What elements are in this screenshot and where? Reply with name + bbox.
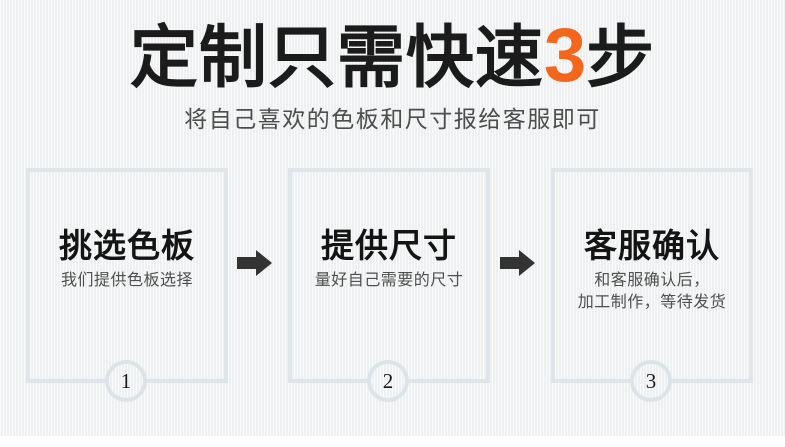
step-2-title: 提供尺寸 [321,227,457,264]
step-3-description: 和客服确认后， 加工制作，等待发货 [555,270,749,313]
step-1-text-block: 挑选色板 我们提供色板选择 [30,227,224,292]
step-3-text-block: 客服确认 和客服确认后， 加工制作，等待发货 [555,227,749,313]
step-3-title: 客服确认 [584,227,720,264]
step-2-description-line-1: 量好自己需要的尺寸 [314,271,464,289]
page-title: 定制只需快速3步 [0,18,785,94]
step-1-title: 挑选色板 [59,227,195,264]
step-1-description: 我们提供色板选择 [30,270,224,292]
page-subtitle: 将自己喜欢的色板和尺寸报给客服即可 [184,106,601,132]
page-title-step-count: 3 [543,13,587,98]
step-card-3: 客服确认 和客服确认后， 加工制作，等待发货 [551,168,753,383]
arrow-right-icon-2 [500,248,536,278]
arrow-right-icon-1 [237,248,273,278]
page-title-prefix: 定制只需快速 [129,20,544,96]
step-card-1: 挑选色板 我们提供色板选择 [26,168,228,383]
step-1-number-badge: 1 [105,360,147,402]
step-card-2: 提供尺寸 量好自己需要的尺寸 [288,168,490,383]
page-title-suffix: 步 [586,20,656,96]
step-1-description-line-1: 我们提供色板选择 [60,271,193,289]
step-3-description-line-1: 和客服确认后， [594,271,710,289]
step-2-text-block: 提供尺寸 量好自己需要的尺寸 [292,227,486,292]
step-3-number-badge: 3 [630,360,672,402]
step-2-number-badge: 2 [367,360,409,402]
step-3-description-line-2: 加工制作，等待发货 [577,293,727,311]
bottom-white-strip [0,436,785,447]
step-2-description: 量好自己需要的尺寸 [292,270,486,292]
